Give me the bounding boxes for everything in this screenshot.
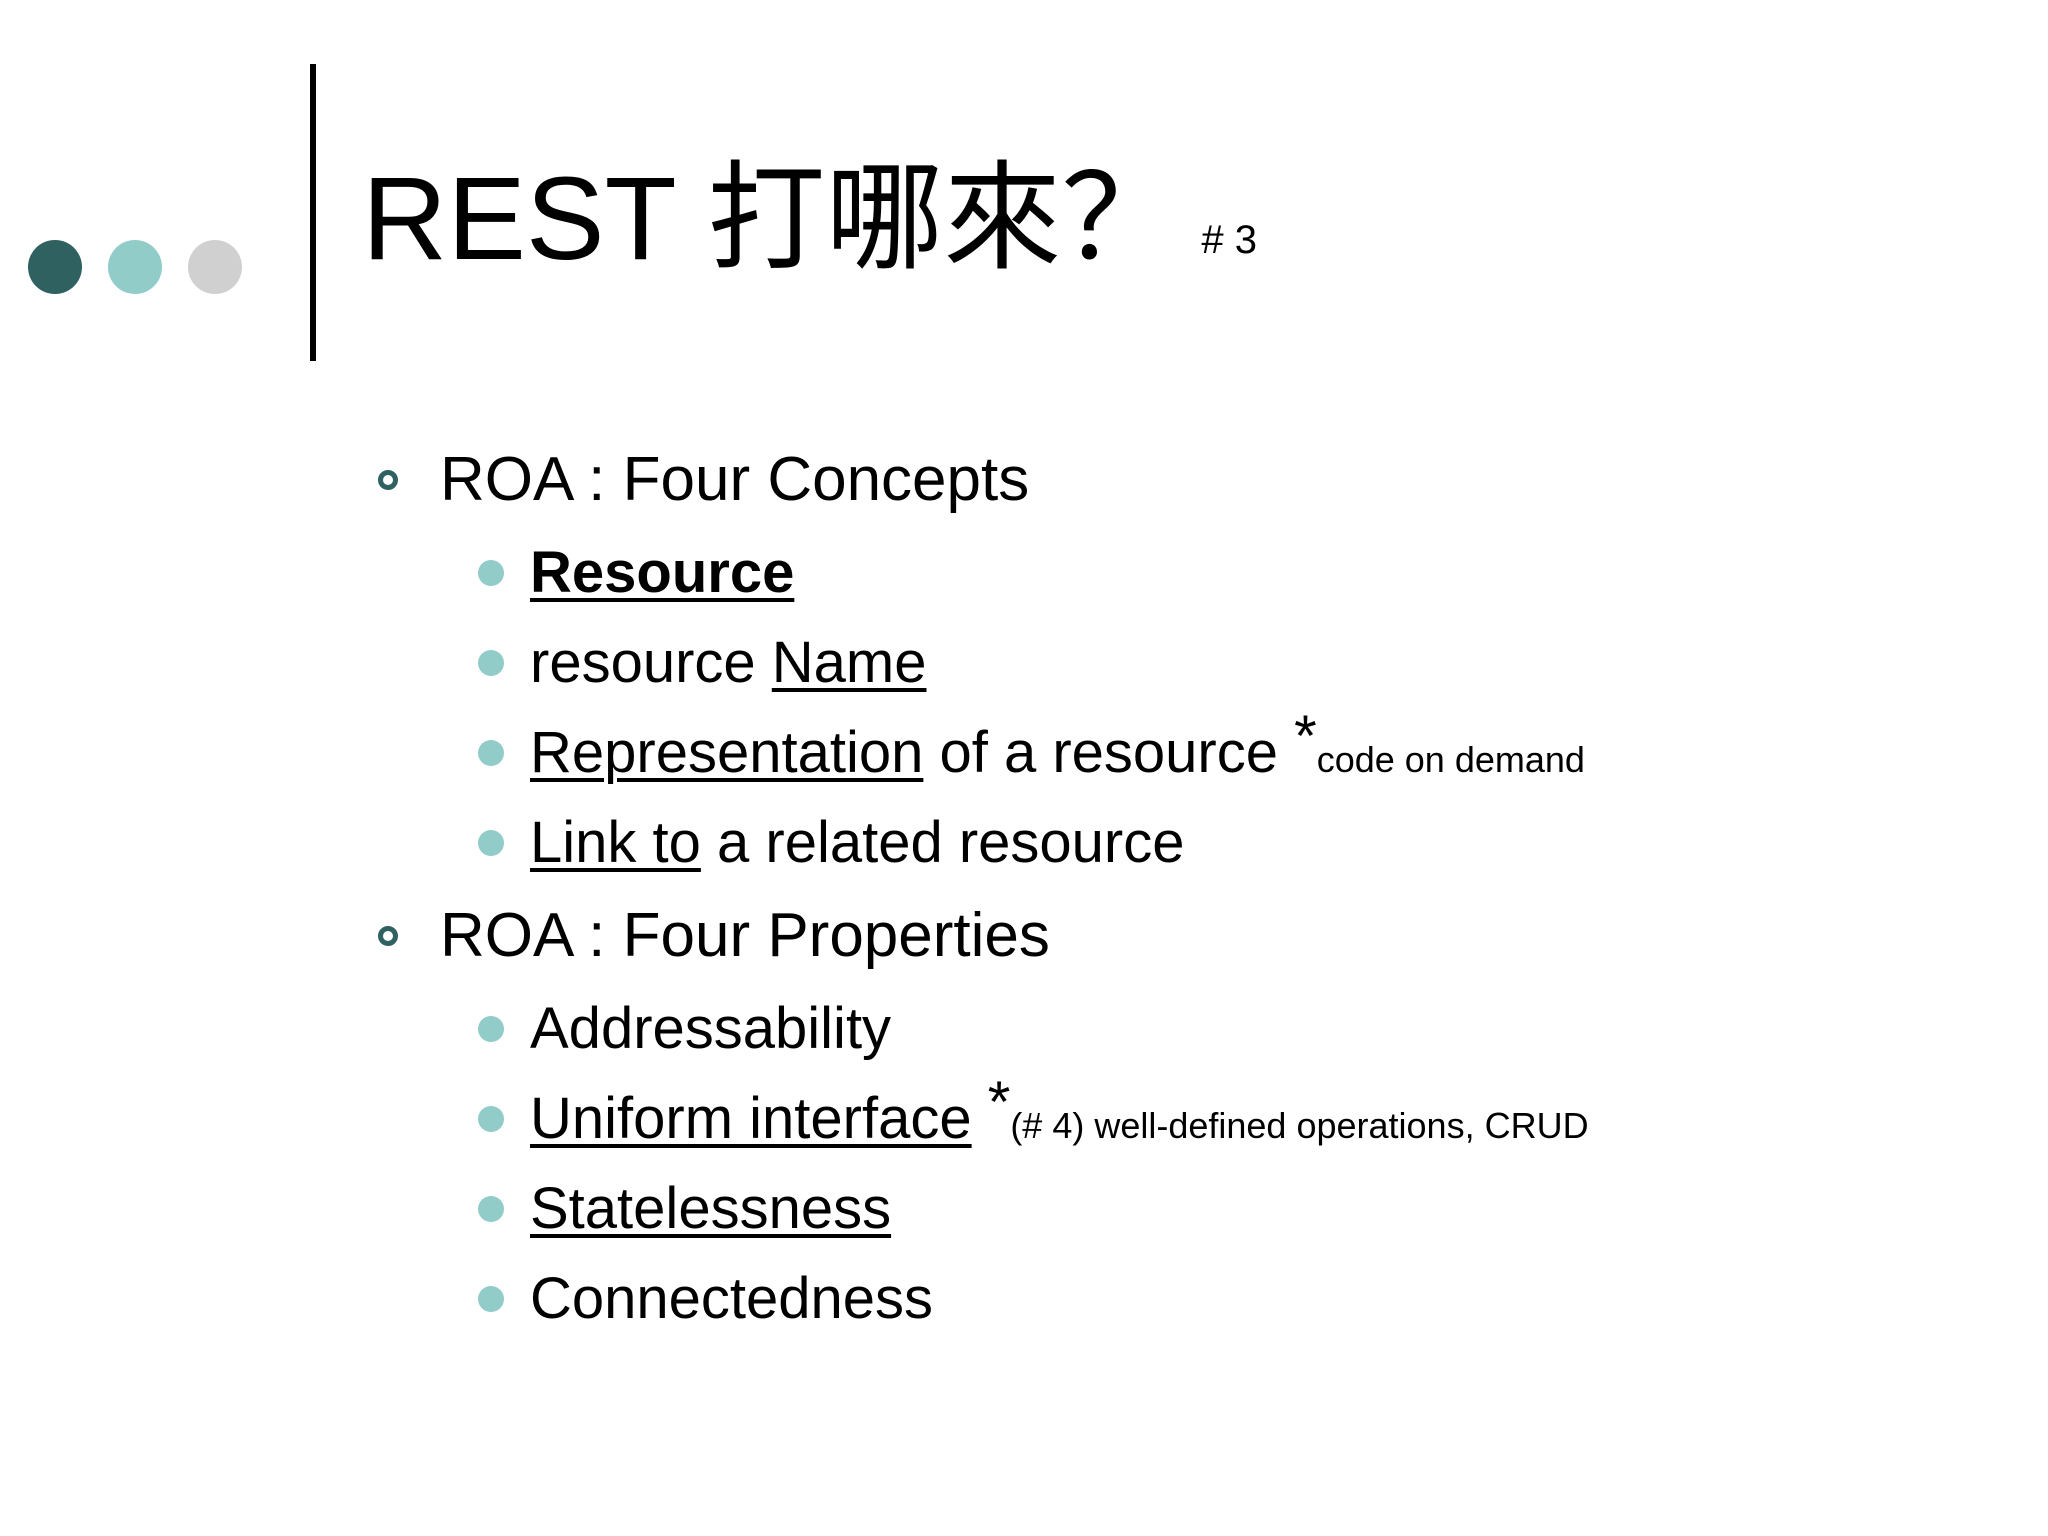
list-item-level2: resource Name — [0, 618, 2048, 708]
list-item-segment: Statelessness — [530, 1176, 892, 1241]
list-item-level2: Statelessness — [0, 1164, 2048, 1254]
section-heading: ROA : Four Concepts — [440, 445, 1030, 514]
list-item-text: Link to a related resource — [530, 814, 1185, 872]
page-title-superscript: # 3 — [1201, 218, 1257, 262]
list-item-text: Representation of a resource *code on de… — [530, 707, 1585, 782]
list-item-note: code on demand — [1316, 739, 1585, 780]
list-item-level2: Link to a related resource — [0, 798, 2048, 888]
list-item-note: (# 4) well-defined operations, CRUD — [1010, 1105, 1589, 1146]
list-item-segment: Representation — [530, 720, 924, 785]
list-item-segment — [972, 1086, 988, 1151]
page-title-main: REST 打哪來？ — [362, 153, 1180, 285]
footnote-star: * — [1294, 703, 1317, 769]
dot-light-teal-icon — [108, 240, 162, 294]
list-item-level2: Resource — [0, 528, 2048, 618]
list-item-segment: Name — [771, 630, 927, 695]
list-item-text: Uniform interface *(# 4) well-defined op… — [530, 1073, 1589, 1148]
list-item-text: Connectedness — [530, 1270, 933, 1328]
list-item-level2: Connectedness — [0, 1254, 2048, 1344]
solid-circle-bullet-icon — [478, 1106, 504, 1132]
decorative-dots — [28, 240, 242, 294]
list-item-segment: a related resource — [700, 810, 1185, 875]
list-item-level1: ROA : Four Concepts — [0, 432, 2048, 528]
slide-title-band: REST 打哪來？ # 3 — [0, 56, 2048, 361]
list-item-segment: Link to — [530, 810, 701, 875]
list-item-level2: Representation of a resource *code on de… — [0, 707, 2048, 798]
section-heading: ROA : Four Properties — [440, 901, 1050, 970]
list-item-text: resource Name — [530, 634, 927, 692]
slide-body: ROA : Four Concepts Resource resource Na… — [0, 432, 2048, 1344]
hollow-circle-bullet-icon — [378, 926, 398, 946]
page-title: REST 打哪來？# 3 — [362, 160, 1257, 278]
list-item-segment: resource — [530, 630, 772, 695]
list-item-level1: ROA : Four Properties — [0, 888, 2048, 984]
list-item-text: Addressability — [530, 1000, 891, 1058]
title-vertical-rule — [310, 64, 316, 361]
list-item-text: Resource — [530, 544, 794, 602]
solid-circle-bullet-icon — [478, 740, 504, 766]
list-item-text: Statelessness — [530, 1180, 891, 1238]
solid-circle-bullet-icon — [478, 560, 504, 586]
hollow-circle-bullet-icon — [378, 470, 398, 490]
dot-gray-icon — [188, 240, 242, 294]
list-item-segment: of a resource — [923, 720, 1295, 785]
list-item-segment: Connectedness — [530, 1266, 934, 1331]
solid-circle-bullet-icon — [478, 1286, 504, 1312]
footnote-star: * — [987, 1069, 1011, 1135]
solid-circle-bullet-icon — [478, 830, 504, 856]
list-item-level2: Uniform interface *(# 4) well-defined op… — [0, 1073, 2048, 1164]
solid-circle-bullet-icon — [478, 650, 504, 676]
list-item-segment: Uniform interface — [530, 1086, 972, 1151]
solid-circle-bullet-icon — [478, 1196, 504, 1222]
dot-dark-teal-icon — [28, 240, 82, 294]
list-item-level2: Addressability — [0, 984, 2048, 1074]
list-item-segment: Addressability — [530, 996, 892, 1061]
list-item-segment: Resource — [530, 540, 795, 605]
solid-circle-bullet-icon — [478, 1016, 504, 1042]
